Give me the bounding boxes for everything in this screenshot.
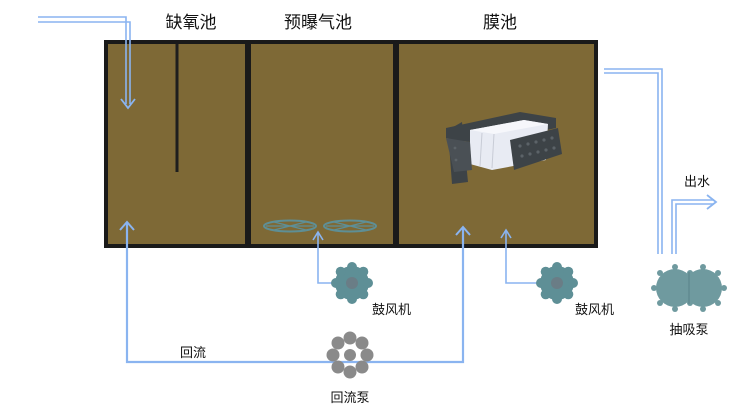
membrane-tank-label: 膜池: [483, 13, 517, 33]
blower-2-label: 鼓风机: [575, 303, 614, 318]
return-pump-label: 回流泵: [330, 391, 369, 406]
membrane-module-icon: [446, 112, 562, 184]
effluent-label: 出水: [684, 175, 710, 190]
permeate-pipe: [604, 68, 663, 254]
pre-aeration-tank: [251, 44, 393, 244]
diffuser-1-icon: [263, 219, 317, 233]
effluent-pipe: [671, 199, 714, 254]
air-pipe-2: [505, 231, 543, 284]
blower-1-label: 鼓风机: [372, 303, 411, 318]
effluent-pipe-inner: [675, 203, 714, 254]
return-arrow-left-head: [119, 220, 135, 231]
anoxic-tank-label: 缺氧池: [166, 13, 217, 33]
return-flow-pipe: [125, 223, 465, 364]
effluent-arrow-head: [706, 194, 718, 210]
pre-aeration-tank-label: 预曝气池: [284, 13, 352, 33]
return-pump-icon: [326, 331, 374, 379]
return-flow-label: 回流: [180, 346, 206, 361]
blower-2-icon: [536, 262, 578, 304]
influent-pipe: [38, 16, 136, 110]
suction-pump-label: 抽吸泵: [669, 323, 708, 338]
permeate-pipe-inner: [604, 72, 659, 254]
return-arrow-right-head: [455, 225, 471, 236]
suction-pump-icon: [651, 264, 727, 312]
diffuser-2-icon: [323, 219, 377, 233]
blower-1-icon: [331, 262, 373, 304]
